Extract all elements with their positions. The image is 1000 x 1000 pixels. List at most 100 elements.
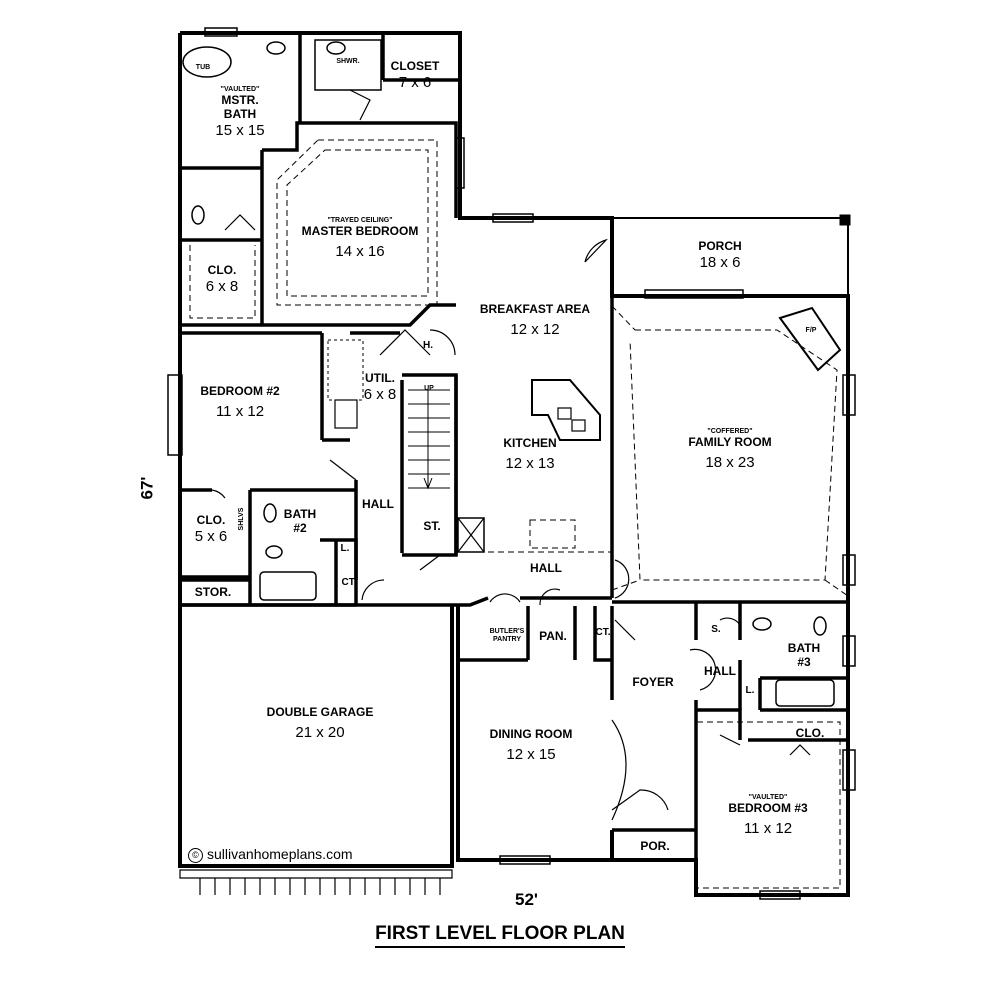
shower-label: SHWR. — [336, 58, 360, 65]
room-size: 11 x 12 — [743, 819, 793, 837]
room-size: 6 x 8 — [363, 385, 397, 403]
room-porch: PORCH 18 x 6 — [680, 239, 760, 271]
coat-label: CT. — [595, 627, 611, 638]
label-s: S. — [706, 624, 726, 636]
room-name: BATH — [787, 641, 821, 655]
fireplace-label: F/P — [805, 327, 817, 334]
room-family: "COFFERED" FAMILY ROOM 18 x 23 — [670, 428, 790, 471]
room-pantry: PAN. — [533, 629, 573, 644]
depth-dimension: 67' — [137, 476, 157, 500]
room-porch-front: POR. — [630, 839, 680, 854]
room-name: HALL — [362, 497, 394, 511]
room-name: BEDROOM #3 — [728, 801, 808, 816]
room-name: DOUBLE GARAGE — [266, 705, 374, 719]
room-size: 18 x 23 — [705, 453, 755, 471]
plan-title: FIRST LEVEL FLOOR PLAN — [0, 923, 1000, 948]
room-size: 12 x 15 — [506, 745, 556, 763]
room-master-bath: "VAULTED" MSTR. BATH 15 x 15 — [205, 86, 275, 139]
room-garage: DOUBLE GARAGE 21 x 20 — [245, 705, 395, 741]
st-label: ST. — [423, 519, 441, 533]
plan-title-text: FIRST LEVEL FLOOR PLAN — [375, 923, 625, 948]
room-size: 14 x 16 — [335, 242, 385, 260]
room-master-bedroom: "TRAYED CEILING" MASTER BEDROOM 14 x 16 — [290, 217, 430, 260]
coat-label: CT. — [341, 577, 357, 588]
room-size: 21 x 20 — [295, 723, 345, 741]
room-name: HALL — [704, 664, 736, 678]
room-note: "COFFERED" — [707, 428, 753, 435]
room-hall-upper: HALL — [358, 497, 398, 512]
room-number: #2 — [293, 520, 307, 535]
website-credit: © sullivanhomeplans.com — [188, 846, 353, 863]
stair-treads — [408, 389, 450, 490]
copyright-icon: © — [188, 848, 203, 863]
room-name: PAN. — [539, 629, 567, 643]
room-closet-2: CLO. 5 x 6 — [188, 513, 234, 545]
room-name: STOR. — [194, 585, 232, 599]
room-name: BEDROOM #2 — [200, 384, 280, 398]
shelves-label: SHLVS — [237, 507, 245, 531]
room-name: PORCH — [698, 239, 742, 253]
up-label: UP — [424, 385, 434, 392]
kitchen-island — [531, 379, 601, 441]
room-note: "VAULTED" — [220, 86, 260, 93]
room-size: 15 x 15 — [215, 121, 265, 139]
room-name: DINING ROOM — [489, 727, 573, 741]
room-bedroom-3: "VAULTED" BEDROOM #3 11 x 12 — [718, 794, 818, 837]
website-text: sullivanhomeplans.com — [207, 846, 353, 862]
room-master-closet: CLO. 6 x 8 — [192, 263, 252, 295]
bath-fixtures — [182, 39, 835, 707]
s-label: S. — [711, 624, 721, 635]
room-breakfast: BREAKFAST AREA 12 x 12 — [470, 302, 600, 338]
room-size: 11 x 12 — [215, 402, 265, 420]
room-foyer: FOYER — [626, 675, 680, 690]
room-name: UTIL. — [365, 371, 395, 385]
room-note: "TRAYED CEILING" — [327, 217, 393, 224]
room-name: KITCHEN — [503, 436, 557, 450]
garage-door — [179, 869, 453, 895]
room-size: 12 x 12 — [510, 320, 560, 338]
room-storage: STOR. — [188, 585, 238, 600]
room-closet: CLOSET 7 x 6 — [386, 59, 444, 91]
room-number: #3 — [797, 654, 811, 669]
room-name: MSTR. BATH — [221, 93, 259, 121]
tub-label: TUB — [195, 64, 211, 71]
room-hall-mid: HALL — [522, 561, 570, 576]
label-fireplace: F/P — [800, 327, 822, 335]
room-name: CLO. — [196, 513, 226, 527]
room-bath-2: BATH #2 — [278, 507, 322, 536]
room-note: "VAULTED" — [748, 794, 788, 801]
label-up: UP — [418, 385, 440, 393]
room-name: MASTER BEDROOM — [301, 224, 419, 239]
room-size: 6 x 8 — [205, 277, 239, 295]
exterior-walls — [178, 31, 850, 897]
room-utility: UTIL. 6 x 8 — [358, 371, 402, 403]
room-name: POR. — [640, 839, 670, 853]
linen-label: L. — [745, 685, 755, 696]
room-butlers-pantry: BUTLER'S PANTRY — [484, 628, 530, 644]
label-storage-st: ST. — [418, 519, 446, 534]
windows — [167, 27, 856, 900]
room-hall-right: HALL — [700, 664, 740, 679]
room-kitchen: KITCHEN 12 x 13 — [495, 436, 565, 472]
room-name: CLO. — [207, 263, 237, 277]
label-linen-right: L. — [742, 685, 758, 697]
room-bedroom-2: BEDROOM #2 11 x 12 — [190, 384, 290, 420]
room-name: FAMILY ROOM — [688, 435, 772, 450]
label-coat-mid: CT. — [590, 627, 616, 639]
ceiling-outlines — [179, 139, 849, 889]
room-name: BREAKFAST AREA — [479, 302, 591, 316]
room-name: CLOSET — [390, 59, 440, 73]
interior-walls — [180, 33, 848, 895]
label-shower: SHWR. — [330, 58, 366, 66]
room-name: HALL — [530, 561, 562, 575]
linen-label: L. — [340, 543, 350, 554]
label-coat-upper: CT. — [337, 577, 361, 589]
room-closet-3: CLO. — [788, 726, 832, 741]
door-swings — [211, 89, 811, 821]
width-dimension: 52' — [515, 890, 538, 909]
label-h: H. — [418, 340, 438, 352]
room-dining: DINING ROOM 12 x 15 — [476, 727, 586, 763]
room-bath-3: BATH #3 — [780, 641, 828, 670]
room-name: BUTLER'S PANTRY — [489, 628, 525, 644]
